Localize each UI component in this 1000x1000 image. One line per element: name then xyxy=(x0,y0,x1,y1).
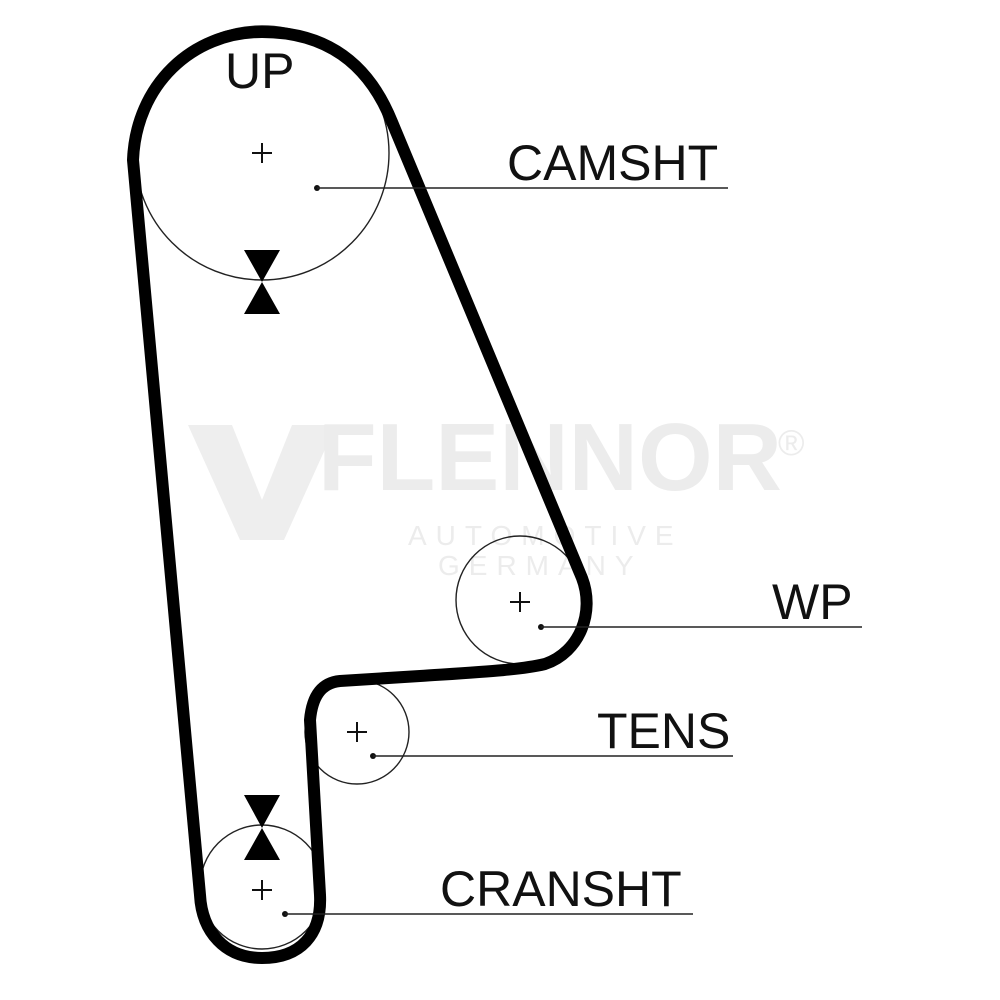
watermark-w-mark xyxy=(188,425,336,540)
up-label: UP xyxy=(225,43,294,99)
tensioner-label: TENS xyxy=(597,703,730,759)
crankshaft-leader xyxy=(282,911,693,917)
camshaft-center-cross xyxy=(252,143,272,163)
crankshaft-timing-mark xyxy=(244,795,280,860)
timing-belt xyxy=(127,26,593,964)
watermark-logo: FLENNOR ® AUTOMOTIVE GERMANY xyxy=(188,404,805,581)
crankshaft-label: CRANSHT xyxy=(440,861,682,917)
water-pump-center-cross xyxy=(510,592,530,612)
watermark-line1: AUTOMOTIVE xyxy=(408,520,683,551)
camshaft-leader xyxy=(314,185,728,191)
tensioner-center-cross xyxy=(347,722,367,742)
camshaft-timing-mark xyxy=(244,250,280,314)
water-pump-label: WP xyxy=(772,574,853,630)
tensioner-leader xyxy=(370,753,733,759)
water-pump-leader xyxy=(538,624,862,630)
crankshaft-center-cross xyxy=(252,880,272,900)
watermark-registered: ® xyxy=(778,422,805,463)
watermark-line2: GERMANY xyxy=(438,550,643,581)
camshaft-label: CAMSHT xyxy=(507,135,718,191)
